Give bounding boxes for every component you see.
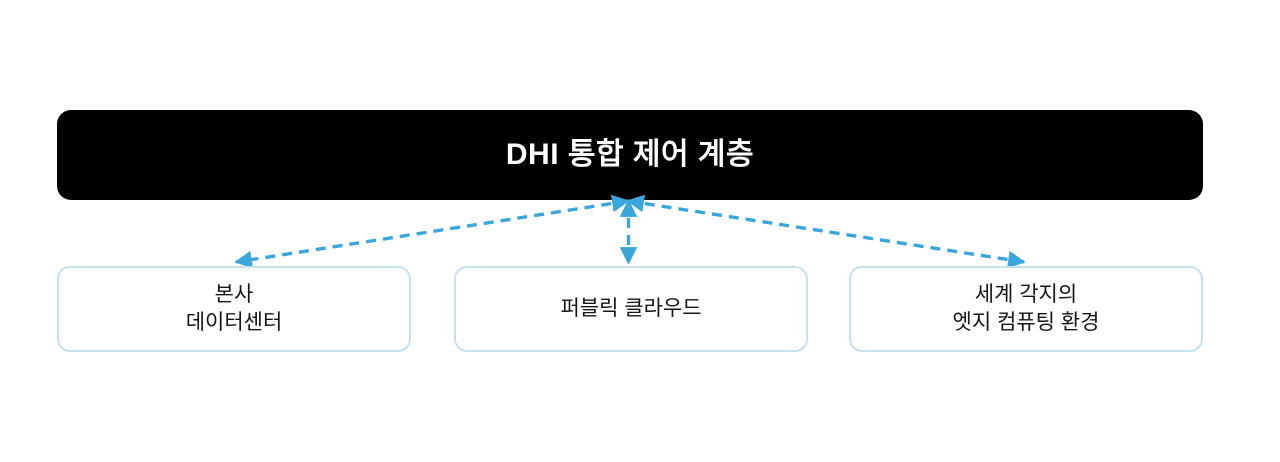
- node-headquarters-datacenter: 본사 데이터센터: [57, 266, 411, 352]
- connector-hq-line: [234, 194, 630, 269]
- connector-edge-line: [626, 194, 1026, 269]
- node-public-cloud: 퍼블릭 클라우드: [454, 266, 808, 352]
- node-global-edge-computing-label: 세계 각지의 엣지 컴퓨팅 환경: [952, 283, 1100, 334]
- node-public-cloud-label: 퍼블릭 클라우드: [560, 297, 702, 321]
- node-global-edge-computing: 세계 각지의 엣지 컴퓨팅 환경: [849, 266, 1203, 352]
- control-layer-header: DHI 통합 제어 계층: [57, 110, 1203, 200]
- control-layer-title: DHI 통합 제어 계층: [505, 138, 755, 171]
- node-headquarters-datacenter-label: 본사 데이터센터: [185, 283, 283, 334]
